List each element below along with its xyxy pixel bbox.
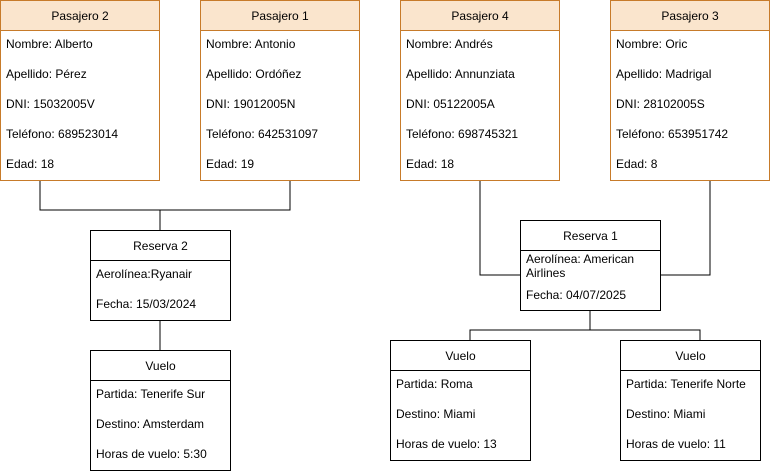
connector-p3-r1 [660,180,711,276]
pasajero-3-apellido: Apellido: Madrigal [616,67,712,81]
vuelo-1-card: Vuelo Partida: Tenerife Sur Destino: Ams… [90,350,231,471]
reserva-2-title: Reserva 2 [91,231,230,261]
vuelo-3-title: Vuelo [621,341,760,371]
vuelo-1-horas: Horas de vuelo: 5:30 [96,447,207,461]
pasajero-2-telefono: Teléfono: 689523014 [6,127,119,141]
pasajero-3-edad: Edad: 8 [616,157,658,171]
vuelo-1-destino: Destino: Amsterdam [96,417,205,431]
pasajero-2-title: Pasajero 2 [1,1,159,31]
connector-r1-v3 [590,329,701,340]
vuelo-1-partida: Partida: Tenerife Sur [96,387,206,401]
pasajero-3-nombre: Nombre: Oric [616,37,688,51]
vuelo-3-partida: Partida: Tenerife Norte [626,377,746,391]
vuelo-3-horas: Horas de vuelo: 11 [626,437,726,451]
connector-r1-v2 [469,310,591,340]
reserva-1-title: Reserva 1 [521,221,660,251]
reserva-1-card: Reserva 1 Aerolínea: American Airlines F… [520,220,661,311]
reserva-2-fecha: Fecha: 15/03/2024 [96,297,197,311]
vuelo-2-card: Vuelo Partida: Roma Destino: Miami Horas… [390,340,531,461]
connector-p2-r2 [39,180,161,230]
connector-p1-r2 [160,180,291,211]
vuelo-1-title: Vuelo [91,351,230,381]
vuelo-3-card: Vuelo Partida: Tenerife Norte Destino: M… [620,340,761,461]
pasajero-4-card: Pasajero 4 Nombre: Andrés Apellido: Annu… [400,0,560,181]
pasajero-3-title: Pasajero 3 [611,1,769,31]
vuelo-3-destino: Destino: Miami [626,407,706,421]
pasajero-2-card: Pasajero 2 Nombre: Alberto Apellido: Pér… [0,0,160,181]
vuelo-2-horas: Horas de vuelo: 13 [396,437,497,451]
pasajero-4-apellido: Apellido: Annunziata [406,67,515,81]
pasajero-2-dni: DNI: 15032005V [6,97,95,111]
pasajero-3-card: Pasajero 3 Nombre: Oric Apellido: Madrig… [610,0,770,181]
pasajero-1-telefono: Teléfono: 642531097 [206,127,319,141]
pasajero-4-edad: Edad: 18 [406,157,455,171]
pasajero-1-dni: DNI: 19012005N [206,97,296,111]
pasajero-1-nombre: Nombre: Antonio [206,37,296,51]
vuelo-2-title: Vuelo [391,341,530,371]
vuelo-2-destino: Destino: Miami [396,407,476,421]
reserva-1-aerolinea: Aerolínea: American Airlines [526,252,635,280]
pasajero-2-apellido: Apellido: Pérez [6,67,87,81]
reserva-1-fecha: Fecha: 04/07/2025 [526,288,627,302]
pasajero-2-nombre: Nombre: Alberto [6,37,93,51]
pasajero-1-title: Pasajero 1 [201,1,359,31]
pasajero-4-telefono: Teléfono: 698745321 [406,127,519,141]
pasajero-1-card: Pasajero 1 Nombre: Antonio Apellido: Ord… [200,0,360,181]
reserva-2-card: Reserva 2 Aerolínea:Ryanair Fecha: 15/03… [90,230,231,321]
reserva-2-aerolinea: Aerolínea:Ryanair [96,267,193,281]
pasajero-4-title: Pasajero 4 [401,1,559,31]
pasajero-4-nombre: Nombre: Andrés [406,37,493,51]
pasajero-4-dni: DNI: 05122005A [406,97,495,111]
pasajero-3-telefono: Teléfono: 653951742 [616,127,729,141]
pasajero-1-edad: Edad: 19 [206,157,255,171]
pasajero-3-dni: DNI: 28102005S [616,97,705,111]
pasajero-2-edad: Edad: 18 [6,157,55,171]
pasajero-1-apellido: Apellido: Ordóñez [206,67,302,81]
connector-p4-r1 [479,180,520,276]
vuelo-2-partida: Partida: Roma [396,377,473,391]
